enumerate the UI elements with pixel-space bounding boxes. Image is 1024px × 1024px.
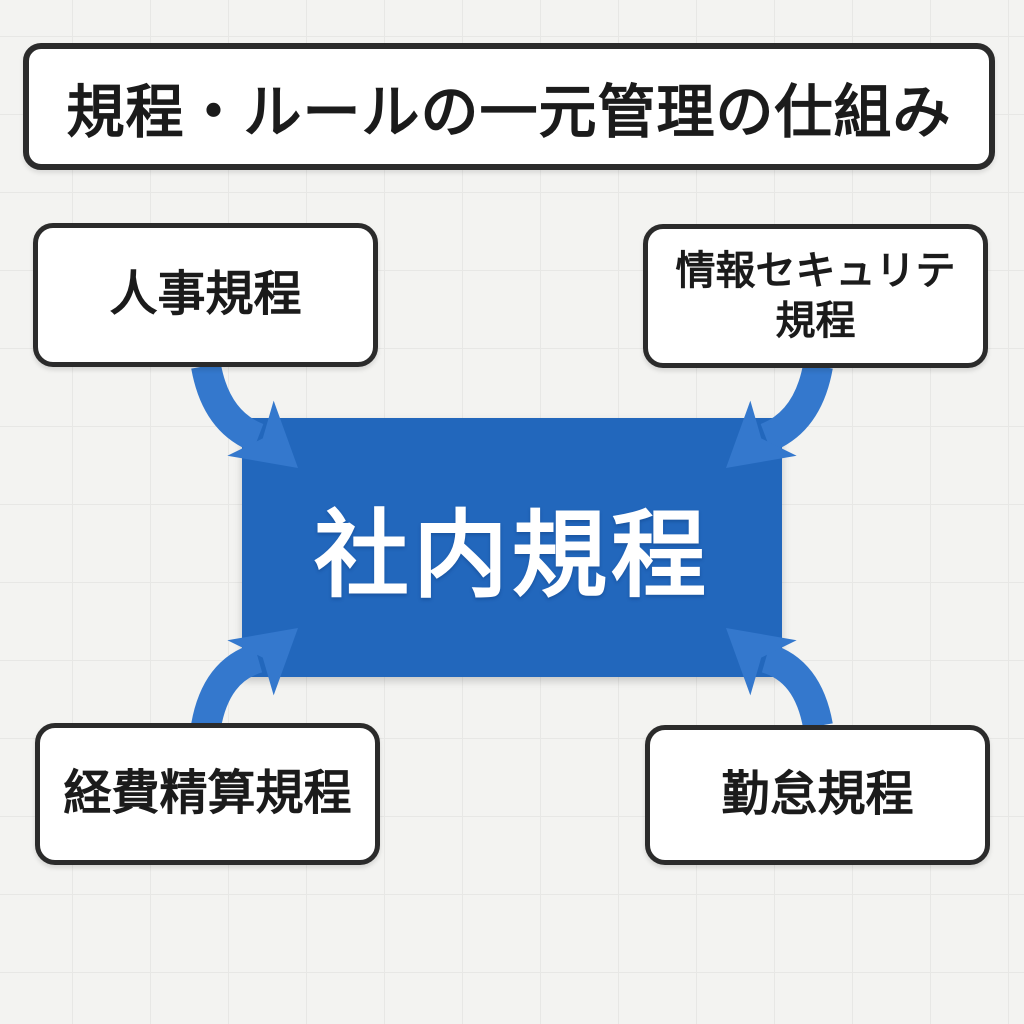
node-label-line1: 情報セキュリテ [675, 249, 956, 293]
node-info-security-regulations: 情報セキュリテ 規程 [643, 224, 988, 368]
center-label: 社内規程 [313, 503, 710, 609]
title-box: 規程・ルールの一元管理の仕組み [23, 43, 995, 170]
node-expense-settlement-regulations: 経費精算規程 [35, 723, 380, 865]
node-label-line2: 規程 [775, 299, 856, 343]
node-attendance-regulations: 勤怠規程 [645, 725, 990, 865]
page-title: 規程・ルールの一元管理の仕組み [66, 79, 952, 145]
node-label: 経費精算規程 [63, 767, 352, 821]
center-box-internal-regulations: 社内規程 [242, 418, 782, 677]
node-hr-regulations: 人事規程 [33, 223, 378, 367]
node-label: 勤怠規程 [721, 768, 914, 822]
node-label: 人事規程 [109, 268, 302, 322]
